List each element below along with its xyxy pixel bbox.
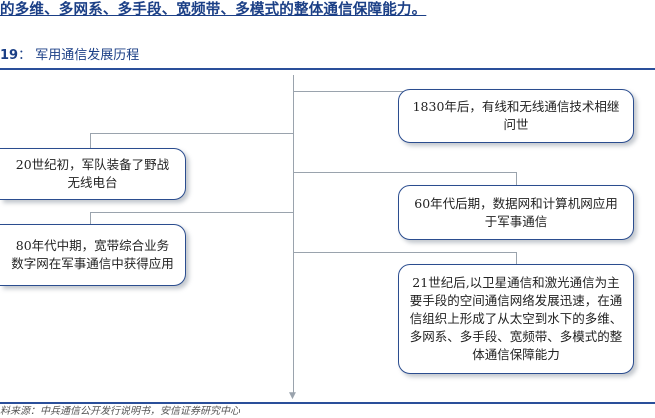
event-text: 1830年后，有线和无线通信技术相继问世 bbox=[412, 99, 620, 132]
connector-stub-right-2 bbox=[516, 172, 517, 187]
timeline-axis bbox=[293, 75, 294, 395]
intro-text: 的多维、多网系、多手段、宽频带、多模式的整体通信保障能力。 bbox=[0, 1, 427, 18]
connector-right-3 bbox=[293, 252, 516, 253]
connector-stub-left-1 bbox=[90, 133, 91, 151]
connector-right-2 bbox=[293, 172, 516, 173]
bottom-rule bbox=[0, 402, 655, 404]
event-card-1980s: 80年代中期，宽带综合业务数字网在军事通信中获得应用 bbox=[0, 224, 186, 286]
event-text: 21世纪后,以卫星通信和激光通信为主要手段的空间通信网络发展迅速，在通信组织上形… bbox=[409, 275, 623, 362]
figure-separator: ： bbox=[18, 48, 32, 63]
connector-left-1 bbox=[90, 133, 293, 134]
event-text: 80年代中期，宽带综合业务数字网在军事通信中获得应用 bbox=[11, 238, 174, 271]
event-card-1960s: 60年代后期，数据网和计算机网应用于军事通信 bbox=[398, 185, 634, 240]
event-card-21st-century: 21世纪后,以卫星通信和激光通信为主要手段的空间通信网络发展迅速，在通信组织上形… bbox=[398, 264, 634, 374]
connector-stub-right-3 bbox=[516, 252, 517, 267]
source-note: 料来源：中兵通信公开发行说明书，安信证券研究中心 bbox=[0, 406, 240, 417]
connector-left-2 bbox=[90, 212, 293, 213]
figure-number: 19 bbox=[0, 48, 19, 63]
event-text: 20世纪初，军队装备了野战无线电台 bbox=[15, 157, 170, 190]
timeline-arrow-icon: ▼ bbox=[289, 391, 296, 401]
figure-title: 19： 军用通信发展历程 bbox=[0, 46, 139, 66]
figure-caption: 军用通信发展历程 bbox=[35, 48, 140, 63]
event-text: 60年代后期，数据网和计算机网应用于军事通信 bbox=[414, 195, 618, 229]
connector-stub-left-2 bbox=[90, 212, 91, 226]
event-card-1830: 1830年后，有线和无线通信技术相继问世 bbox=[398, 89, 634, 143]
top-rule bbox=[0, 68, 655, 70]
event-card-early-20th-century: 20世纪初，军队装备了野战无线电台 bbox=[0, 148, 186, 200]
